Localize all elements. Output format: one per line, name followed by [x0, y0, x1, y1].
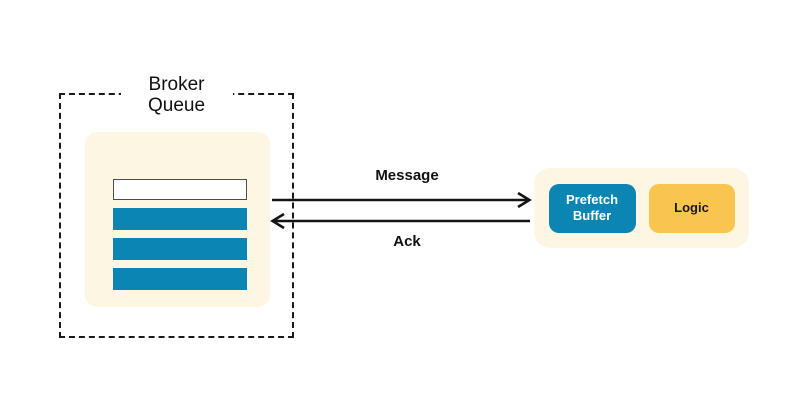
consumer-group: Prefetch Buffer Logic: [534, 168, 749, 248]
ack-arrow-label: Ack: [393, 233, 421, 250]
message-arrow-label: Message: [375, 167, 439, 184]
queue-slot-filled: [113, 268, 247, 290]
queue-slot-filled: [113, 208, 247, 230]
queue-slot-filled: [113, 238, 247, 260]
prefetch-buffer-node: Prefetch Buffer: [548, 183, 636, 233]
queue-slots: [113, 179, 247, 298]
logic-node: Logic: [648, 183, 735, 233]
broker-queue-label: Broker Queue: [120, 74, 233, 116]
broker-queue-group: Broker Queue: [59, 74, 294, 338]
queue-box: [85, 132, 270, 307]
queue-slot-empty: [113, 179, 247, 200]
message-arrowhead-icon: [517, 191, 532, 209]
